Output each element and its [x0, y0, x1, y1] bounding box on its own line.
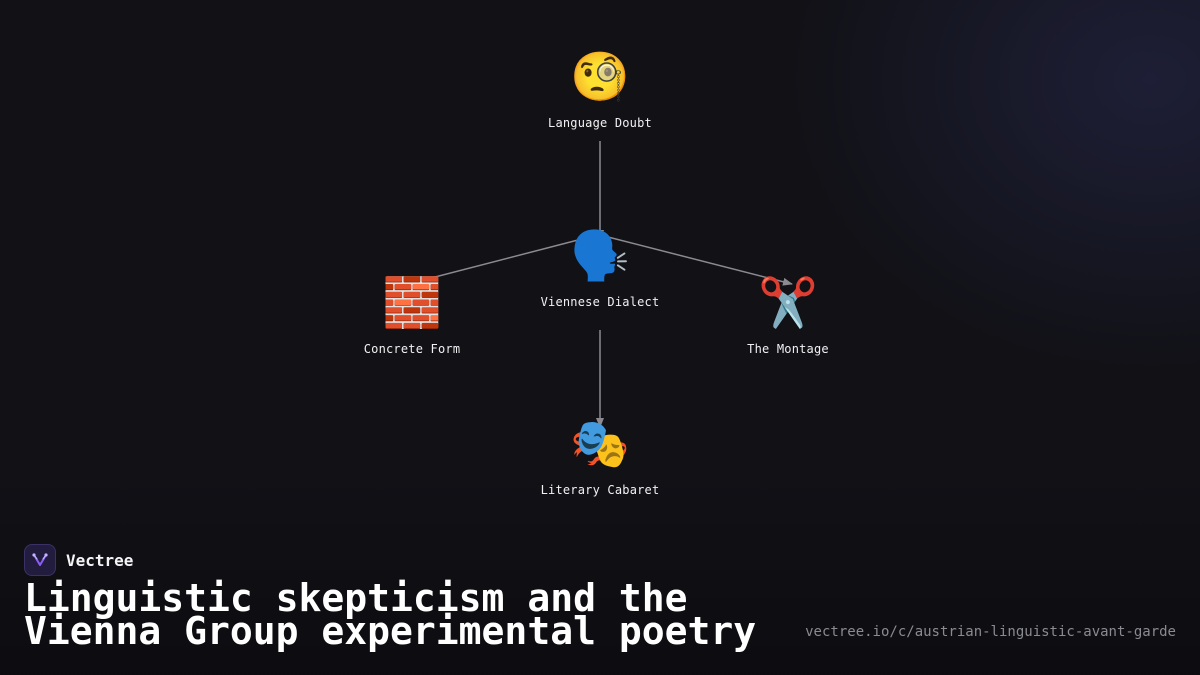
- node-label: Concrete Form: [363, 342, 461, 356]
- performing-arts-icon: 🎭: [570, 416, 630, 472]
- speaking-head-icon: 🗣️: [570, 228, 630, 284]
- node-literary-cabaret[interactable]: 🎭 Literary Cabaret: [510, 414, 690, 498]
- node-label: The Montage: [747, 342, 829, 356]
- brick-icon: 🧱: [382, 275, 442, 331]
- face-with-monocle-icon: 🧐: [570, 49, 630, 105]
- node-viennese-dialect[interactable]: 🗣️ Viennese Dialect: [510, 226, 690, 310]
- source-url[interactable]: vectree.io/c/austrian-linguistic-avant-g…: [805, 624, 1176, 640]
- edge-viennese-dialect-to-concrete-form: [407, 239, 579, 286]
- page-title: Linguistic skepticism and the Vienna Gro…: [24, 576, 757, 653]
- brand-name: Vectree: [66, 550, 134, 570]
- edge-viennese-dialect-to-the-montage: [607, 236, 793, 286]
- node-language-doubt[interactable]: 🧐 Language Doubt: [510, 47, 690, 131]
- scissors-icon: ✂️: [758, 275, 818, 331]
- node-concrete-form[interactable]: 🧱 Concrete Form: [322, 273, 502, 357]
- node-label: Viennese Dialect: [540, 295, 660, 309]
- brand[interactable]: Vectree: [24, 544, 133, 576]
- node-label: Language Doubt: [548, 116, 652, 130]
- node-the-montage[interactable]: ✂️ The Montage: [698, 273, 878, 357]
- vectree-logo-icon: [24, 544, 56, 576]
- node-label: Literary Cabaret: [540, 483, 660, 497]
